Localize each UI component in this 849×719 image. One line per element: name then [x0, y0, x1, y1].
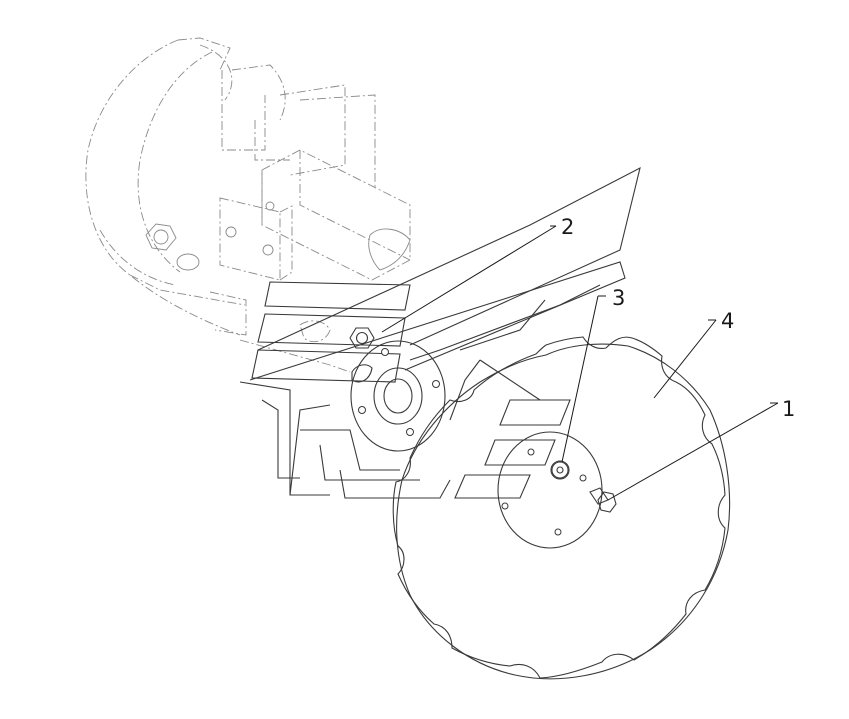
- part-4-notched-disc: [392, 336, 731, 680]
- part-3-washer: [550, 460, 570, 480]
- callout-3: 3: [612, 286, 625, 310]
- hub-bracket: [239, 284, 601, 499]
- callout-4: 4: [721, 309, 734, 333]
- slotted-plates: [249, 166, 641, 383]
- callout-labels: 2 3 4 1: [561, 215, 795, 421]
- callout-1: 1: [782, 397, 795, 421]
- leader-line-4: [653, 319, 717, 399]
- phantom-frame-assembly: [85, 37, 411, 373]
- part-1-bolt: [589, 487, 617, 513]
- leader-line-3: [561, 295, 599, 463]
- part-2-nut: [349, 327, 375, 349]
- leader-line-2: [381, 225, 557, 333]
- callout-2: 2: [561, 215, 574, 239]
- leader-line-1: [607, 402, 779, 501]
- callout-leaders: [381, 225, 779, 501]
